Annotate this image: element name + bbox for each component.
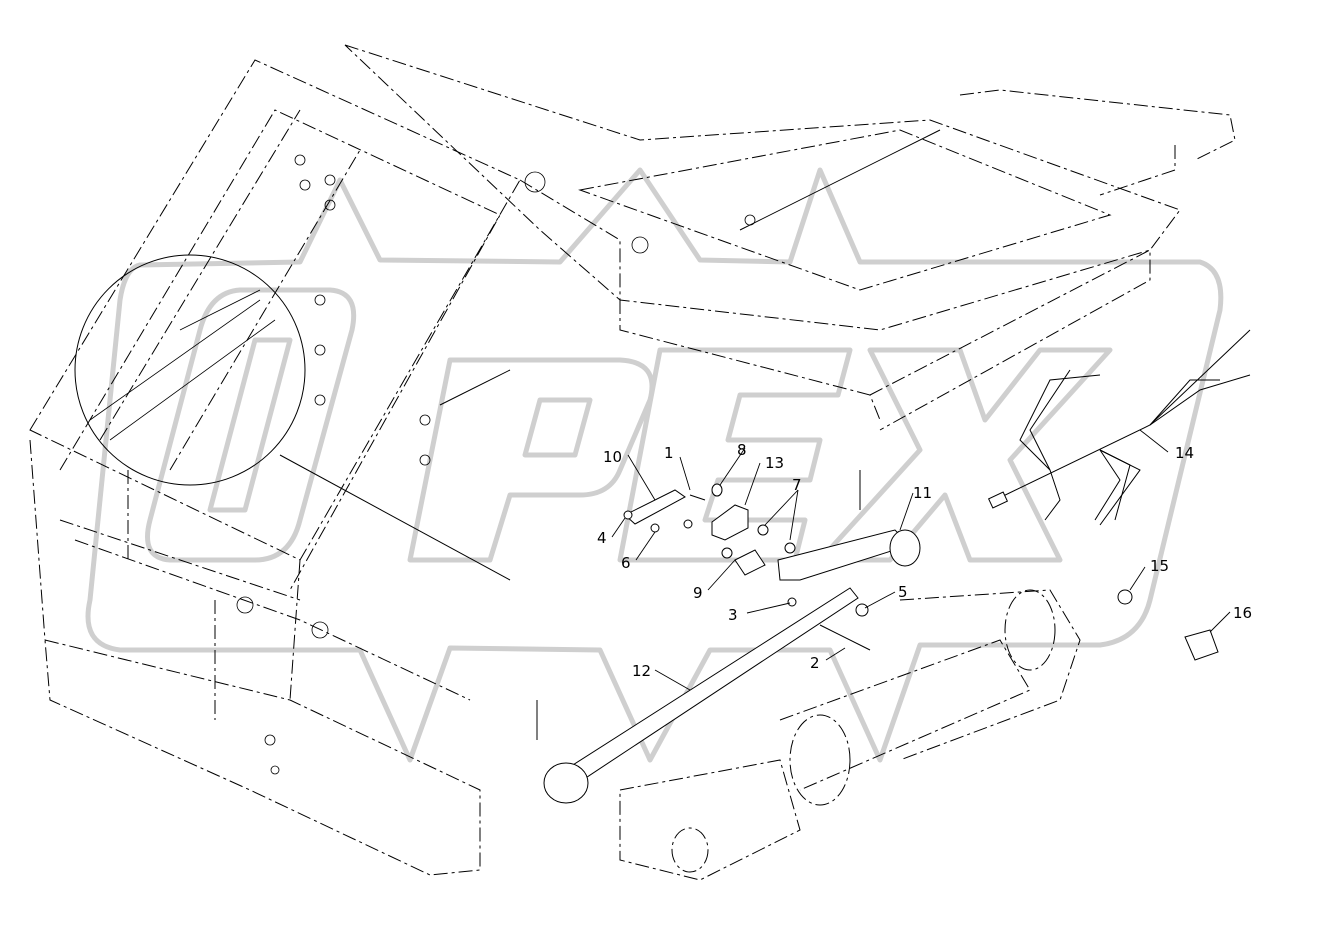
callout-12: 12 <box>632 662 651 680</box>
frame-deck-lip <box>619 300 881 421</box>
frame-top-deck <box>344 44 1181 331</box>
frame-roller-body <box>779 639 1031 791</box>
callout-4: 4 <box>597 529 607 547</box>
callout-leaders <box>611 429 1231 691</box>
frame-right-arm <box>959 89 1236 161</box>
part-3-nut <box>787 597 797 607</box>
phantom-frame-assembly <box>29 44 1236 881</box>
watermark-letter-x <box>817 347 1113 563</box>
frame-left-panel <box>29 59 521 561</box>
frame-roller-hub-2 <box>1004 589 1056 671</box>
part-1-bolt <box>689 494 706 501</box>
parts-assembly <box>536 329 1251 804</box>
part-11-arm <box>777 529 911 581</box>
callout-5: 5 <box>898 583 908 601</box>
part-5-nut <box>855 603 869 617</box>
part-6-washer <box>650 523 660 533</box>
detail-view-circle <box>74 254 306 486</box>
frame-mid-edge <box>289 559 301 701</box>
callout-13: 13 <box>765 454 784 472</box>
detail-leader-line <box>279 454 511 581</box>
frame-lower-rail-2 <box>59 519 301 601</box>
detail-leader-line-2 <box>439 369 511 406</box>
part-2-bolt <box>819 624 871 651</box>
callout-11: 11 <box>913 484 932 502</box>
callout-9: 9 <box>693 584 703 602</box>
frame-bottom-beam <box>44 639 481 876</box>
frame-roller-end <box>899 589 1081 761</box>
callout-6: 6 <box>621 554 631 572</box>
frame-lower-rail <box>74 539 471 701</box>
part-11-boss <box>889 529 921 567</box>
part-12-boss <box>543 762 589 804</box>
part-12-arm <box>564 587 859 786</box>
deck-diagonal-line <box>739 129 941 231</box>
part-6-washer-b <box>683 519 693 529</box>
frame-roller-hub <box>789 714 851 806</box>
part-7-washer <box>757 524 769 536</box>
part-15-nut <box>1117 589 1133 605</box>
watermark-logo <box>85 167 1224 763</box>
part-8-washer <box>711 483 723 497</box>
callout-1: 1 <box>664 444 674 462</box>
part-14-wire-harness <box>987 329 1251 526</box>
part-7-washer-c <box>721 547 733 559</box>
frame-left-inner <box>59 109 501 591</box>
part-4-nut <box>623 510 633 520</box>
callout-7: 7 <box>792 476 802 494</box>
part-16-connector <box>1184 629 1219 661</box>
frame-deck-front <box>869 249 1151 431</box>
frame-left-edge <box>29 439 46 641</box>
frame-joint <box>519 179 621 300</box>
part-10-plate <box>624 489 686 525</box>
callout-2: 2 <box>810 654 820 672</box>
callout-14: 14 <box>1175 444 1194 462</box>
callout-3: 3 <box>728 606 738 624</box>
watermark-letter-o <box>145 287 357 563</box>
watermark-gear-outline <box>85 167 1224 763</box>
frame-holes <box>236 154 756 775</box>
callout-15: 15 <box>1150 557 1169 575</box>
detail-view-lines <box>89 289 276 441</box>
frame-lower-bracket <box>619 759 801 881</box>
frame-left-rib-2 <box>169 149 361 471</box>
part-9-spacer <box>734 549 766 576</box>
frame-top-deck-inner <box>578 129 1112 291</box>
callout-16: 16 <box>1233 604 1252 622</box>
part-7-washer-b <box>784 542 796 554</box>
frame-bracket-boss <box>671 827 709 873</box>
frame-right-shaft <box>1099 145 1176 196</box>
part-13-block <box>711 504 749 541</box>
callout-8: 8 <box>737 441 747 459</box>
callout-labels: 1 2 3 4 5 6 7 8 9 10 11 12 13 14 15 16 <box>597 441 1252 680</box>
watermark-letter-p <box>407 357 655 563</box>
callout-10: 10 <box>603 448 622 466</box>
